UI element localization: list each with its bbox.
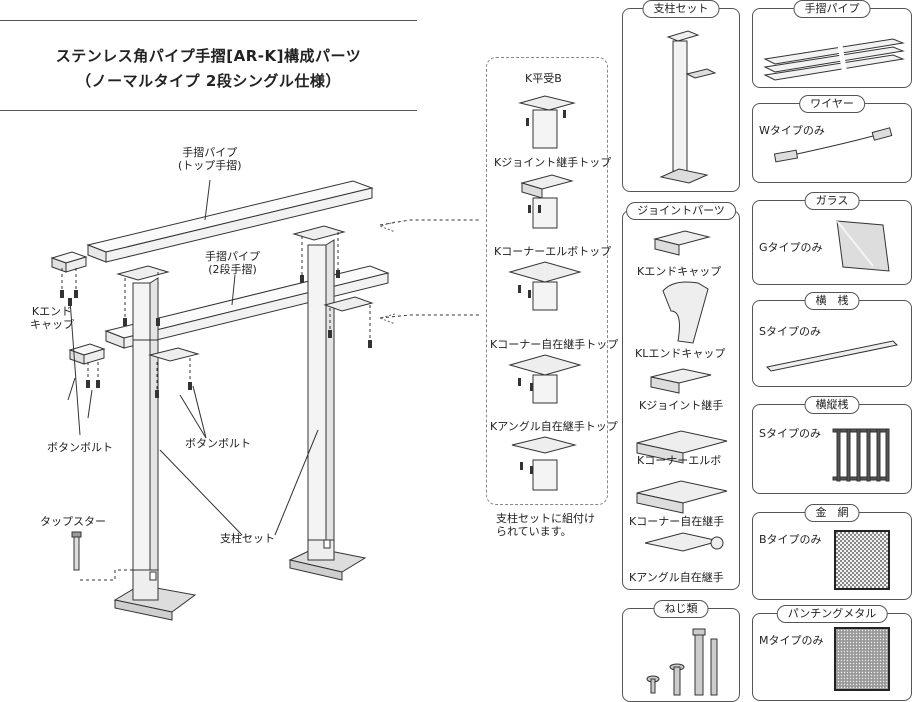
- label-top-handrail-line2: (トップ手摺): [178, 159, 242, 172]
- vertical-bar-illustration: [832, 428, 890, 482]
- panel-wire-mesh-label: Bタイプのみ: [759, 533, 822, 546]
- joint-parts-illustration: [636, 230, 728, 552]
- top-part-angle-free-joint-top: Kアングル自在継手トップ: [490, 420, 618, 433]
- top-part-corner-elbow-top: Kコーナーエルボトップ: [494, 245, 612, 258]
- panel-punching-metal-label: Mタイプのみ: [759, 634, 824, 647]
- left-post: [113, 277, 197, 621]
- wire-illustration: [773, 127, 893, 163]
- horizontal-bar-illustration: [765, 340, 899, 372]
- panel-horizontal-bar: 横 桟 Sタイプのみ: [752, 292, 912, 387]
- title-bottom-rule: [0, 110, 417, 111]
- wire-mesh-illustration: [834, 530, 890, 590]
- label-top-handrail-line1: 手摺パイプ: [182, 146, 238, 159]
- label-tap-star: タップスター: [40, 515, 106, 528]
- label-end-cap-line2: キャップ: [30, 318, 74, 331]
- label-end-cap-line1: Kエンド: [31, 305, 73, 318]
- panel-vertical-bar-label: Sタイプのみ: [759, 427, 821, 440]
- top-part-joint-top: Kジョイント継手トップ: [494, 156, 612, 169]
- top-parts-note-line2: られています。: [496, 525, 572, 538]
- panel-punching-metal-tab: パンチングメタル: [776, 605, 888, 623]
- panel-wire-mesh: 金 網 Bタイプのみ: [752, 504, 912, 600]
- punching-metal-illustration: [834, 627, 890, 691]
- panel-handrail-pipe-tab: 手摺パイプ: [793, 0, 871, 18]
- title-top-rule: [0, 20, 417, 21]
- panel-wire: ワイヤー Wタイプのみ: [752, 95, 912, 183]
- panel-glass: ガラス Gタイプのみ: [752, 192, 912, 285]
- joint-part-angle-free-joint: Kアングル自在継手: [629, 571, 724, 584]
- panel-glass-tab: ガラス: [804, 192, 860, 210]
- top-part-flat-holder-b: K平受B: [525, 72, 562, 85]
- joint-part-end-cap: Kエンドキャップ: [637, 265, 722, 278]
- panel-wire-label: Wタイプのみ: [759, 124, 825, 137]
- top-parts-box: [486, 57, 608, 505]
- panel-screws: ねじ類: [622, 600, 740, 702]
- panel-punching-metal: パンチングメタル Mタイプのみ: [752, 605, 912, 701]
- panel-handrail-pipe: 手摺パイプ: [752, 0, 912, 88]
- top-part-corner-free-joint-top: Kコーナー自在継手トップ: [490, 338, 619, 351]
- right-post: [288, 239, 367, 581]
- glass-illustration: [836, 220, 890, 272]
- panel-wire-tab: ワイヤー: [799, 95, 865, 113]
- panel-vertical-bar: 横縦桟 Sタイプのみ: [752, 396, 912, 494]
- post-set-illustration: [659, 30, 717, 184]
- panel-post-set-tab: 支柱セット: [642, 0, 720, 18]
- panel-joint-parts: ジョイントパーツ Kエンドキャップ KLエンドキャップ Kジョイント継手 Kコー…: [622, 202, 740, 590]
- top-parts-note: 支柱セットに組付け られています。: [496, 512, 595, 538]
- panel-vertical-bar-tab: 横縦桟: [804, 396, 860, 414]
- panel-horizontal-bar-label: Sタイプのみ: [759, 325, 821, 338]
- tap-star-bolt: [71, 531, 82, 571]
- joint-part-joint: Kジョイント継手: [639, 399, 724, 412]
- screws-illustration: [646, 628, 718, 696]
- panel-wire-mesh-tab: 金 網: [804, 504, 860, 522]
- panel-post-set: 支柱セット: [622, 0, 740, 192]
- page-title: ステンレス角パイプ手摺[AR-K]構成パーツ: [55, 47, 362, 65]
- label-second-handrail-line2: (2段手摺): [208, 263, 257, 276]
- label-second-handrail-line1: 手摺パイプ: [205, 250, 260, 263]
- label-button-bolt-right: ボタンボルト: [185, 437, 251, 450]
- label-top-handrail: 手摺パイプ (トップ手摺): [178, 146, 242, 172]
- top-handrail-pipe: [86, 180, 374, 263]
- panel-screws-tab: ねじ類: [653, 600, 709, 618]
- joint-part-corner-elbow: Kコーナーエルボ: [637, 454, 722, 467]
- top-parts-note-line1: 支柱セットに組付け: [496, 512, 595, 525]
- page-subtitle: （ノーマルタイプ 2段シングル仕様）: [76, 72, 341, 90]
- panel-horizontal-bar-tab: 横 桟: [804, 292, 860, 310]
- label-button-bolt-left: ボタンボルト: [47, 441, 113, 454]
- joint-part-kl-end-cap: KLエンドキャップ: [635, 347, 726, 360]
- label-second-handrail: 手摺パイプ (2段手摺): [205, 250, 260, 276]
- panel-joint-parts-tab: ジョイントパーツ: [626, 202, 736, 220]
- panel-glass-label: Gタイプのみ: [759, 241, 823, 254]
- label-end-cap: Kエンド キャップ: [30, 305, 74, 331]
- label-post-set: 支柱セット: [220, 532, 275, 545]
- joint-part-corner-free-joint: Kコーナー自在継手: [629, 515, 725, 528]
- handrail-pipe-illustration: [763, 33, 905, 81]
